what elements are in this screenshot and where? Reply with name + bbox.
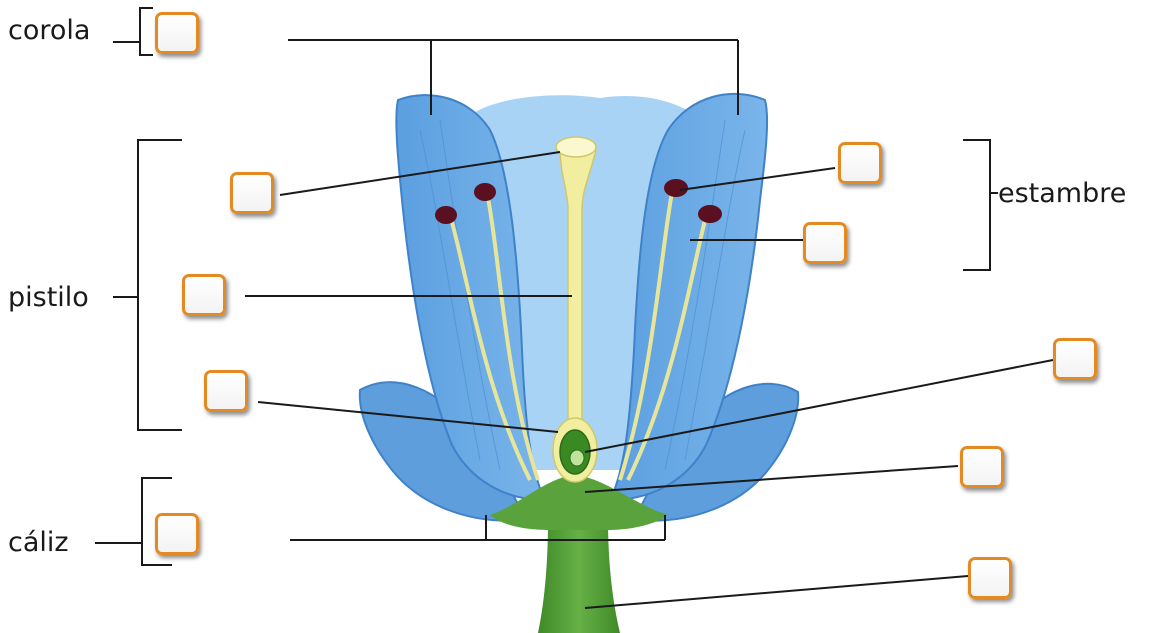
answer-box-estigma[interactable] — [230, 172, 274, 214]
anther-right-top — [664, 179, 688, 197]
pistil-stigma — [556, 137, 596, 157]
peduncle — [538, 520, 620, 633]
anther-left-bottom — [435, 206, 457, 224]
anther-left-top — [474, 183, 496, 201]
label-pistilo: pistilo — [8, 284, 89, 311]
ovule — [570, 450, 584, 466]
answer-box-estilo[interactable] — [182, 274, 226, 316]
answer-box-antera[interactable] — [838, 142, 882, 184]
label-estambre: estambre — [998, 180, 1126, 207]
answer-box-filamento[interactable] — [803, 222, 847, 264]
answer-box-receptaculo[interactable] — [960, 446, 1004, 488]
label-caliz: cáliz — [8, 529, 69, 556]
answer-box-corola[interactable] — [155, 12, 199, 54]
answer-box-ovulo[interactable] — [1053, 338, 1097, 380]
answer-box-ovario[interactable] — [204, 370, 248, 412]
label-corola: corola — [8, 17, 90, 44]
answer-box-caliz[interactable] — [155, 513, 199, 555]
anther-right-bottom — [698, 205, 722, 223]
answer-box-pedunculo[interactable] — [968, 557, 1012, 599]
